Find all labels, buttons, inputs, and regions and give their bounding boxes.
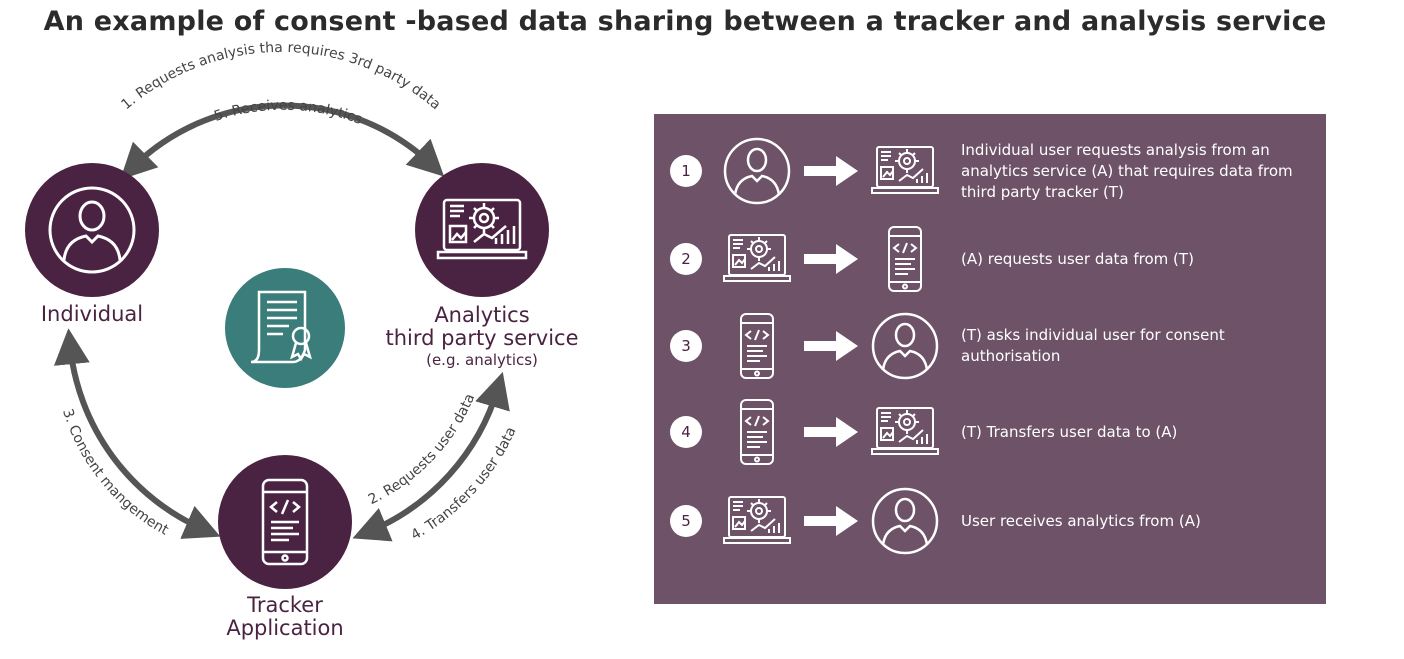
step-description: (T) asks individual user for consent aut…	[961, 326, 1225, 365]
user-icon	[870, 311, 940, 385]
arrow-requests-analysis	[120, 102, 445, 180]
tracker-label: Tracker Application	[195, 594, 375, 640]
step-1: 1 Individual user requests analysis from …	[654, 136, 1326, 206]
step-description: User receives analytics from (A)	[961, 511, 1201, 530]
analytics-label: Analytics third party service (e.g. anal…	[372, 304, 592, 370]
step-number-badge: 1	[670, 155, 702, 187]
step-4: 4 (T) Transfers user data to (A)	[654, 397, 1326, 467]
tracker-label-line2: Application	[226, 616, 344, 640]
certificate-document-icon	[250, 290, 312, 364]
analytics-gear-laptop-icon	[722, 224, 792, 298]
arrow-data-transfer	[352, 371, 510, 542]
step-2: 2 (A) requests user data from (T)	[654, 224, 1326, 294]
step-5: 5 User receives analytics from (A)	[654, 486, 1326, 556]
step-number-badge: 5	[670, 505, 702, 537]
analytics-gear-laptop-icon	[870, 397, 940, 471]
analytics-node	[415, 163, 549, 297]
right-arrow-icon	[804, 244, 858, 278]
user-icon	[870, 486, 940, 560]
step-number-badge: 4	[670, 416, 702, 448]
mobile-app-icon	[722, 311, 792, 385]
step-description: (T) Transfers user data to (A)	[961, 422, 1178, 441]
analytics-gear-laptop-icon	[436, 198, 528, 260]
step-number-badge: 2	[670, 243, 702, 275]
right-arrow-icon	[804, 331, 858, 365]
data-flow-diagram: 1. Requests analysis tha requires 3rd pa…	[25, 40, 549, 589]
right-arrow-icon	[804, 156, 858, 190]
mobile-app-icon	[870, 224, 940, 298]
tracker-label-line1: Tracker	[247, 593, 323, 617]
mobile-app-icon	[722, 397, 792, 471]
right-arrow-icon	[804, 506, 858, 540]
step-description: (A) requests user data from (T)	[961, 249, 1194, 268]
user-icon	[48, 186, 136, 274]
arrow-consent	[53, 328, 221, 539]
analytics-sublabel: (e.g. analytics)	[426, 351, 538, 369]
analytics-label-line1: Analytics	[434, 303, 530, 327]
analytics-gear-laptop-icon	[722, 486, 792, 560]
individual-label: Individual	[40, 302, 144, 326]
step-number-badge: 3	[670, 330, 702, 362]
analytics-label-line2: third party service	[385, 326, 579, 350]
center-node	[225, 268, 345, 388]
step-3: 3 (T) asks individual user for consent au…	[654, 311, 1326, 381]
edge-label-3: 3. Consent mangement	[59, 407, 171, 539]
analytics-gear-laptop-icon	[870, 136, 940, 210]
right-arrow-icon	[804, 417, 858, 451]
step-description: Individual user requests analysis from a…	[961, 140, 1293, 201]
edge-label-4: 4. Transfers user data	[408, 425, 519, 544]
edge-label-5: 5. Receives analytics	[212, 98, 364, 128]
user-icon	[722, 136, 792, 210]
steps-panel: 1 Individual user requests analysis from …	[654, 114, 1326, 604]
page-title: An example of consent -based data sharin…	[43, 6, 1327, 37]
mobile-app-icon	[261, 478, 309, 566]
